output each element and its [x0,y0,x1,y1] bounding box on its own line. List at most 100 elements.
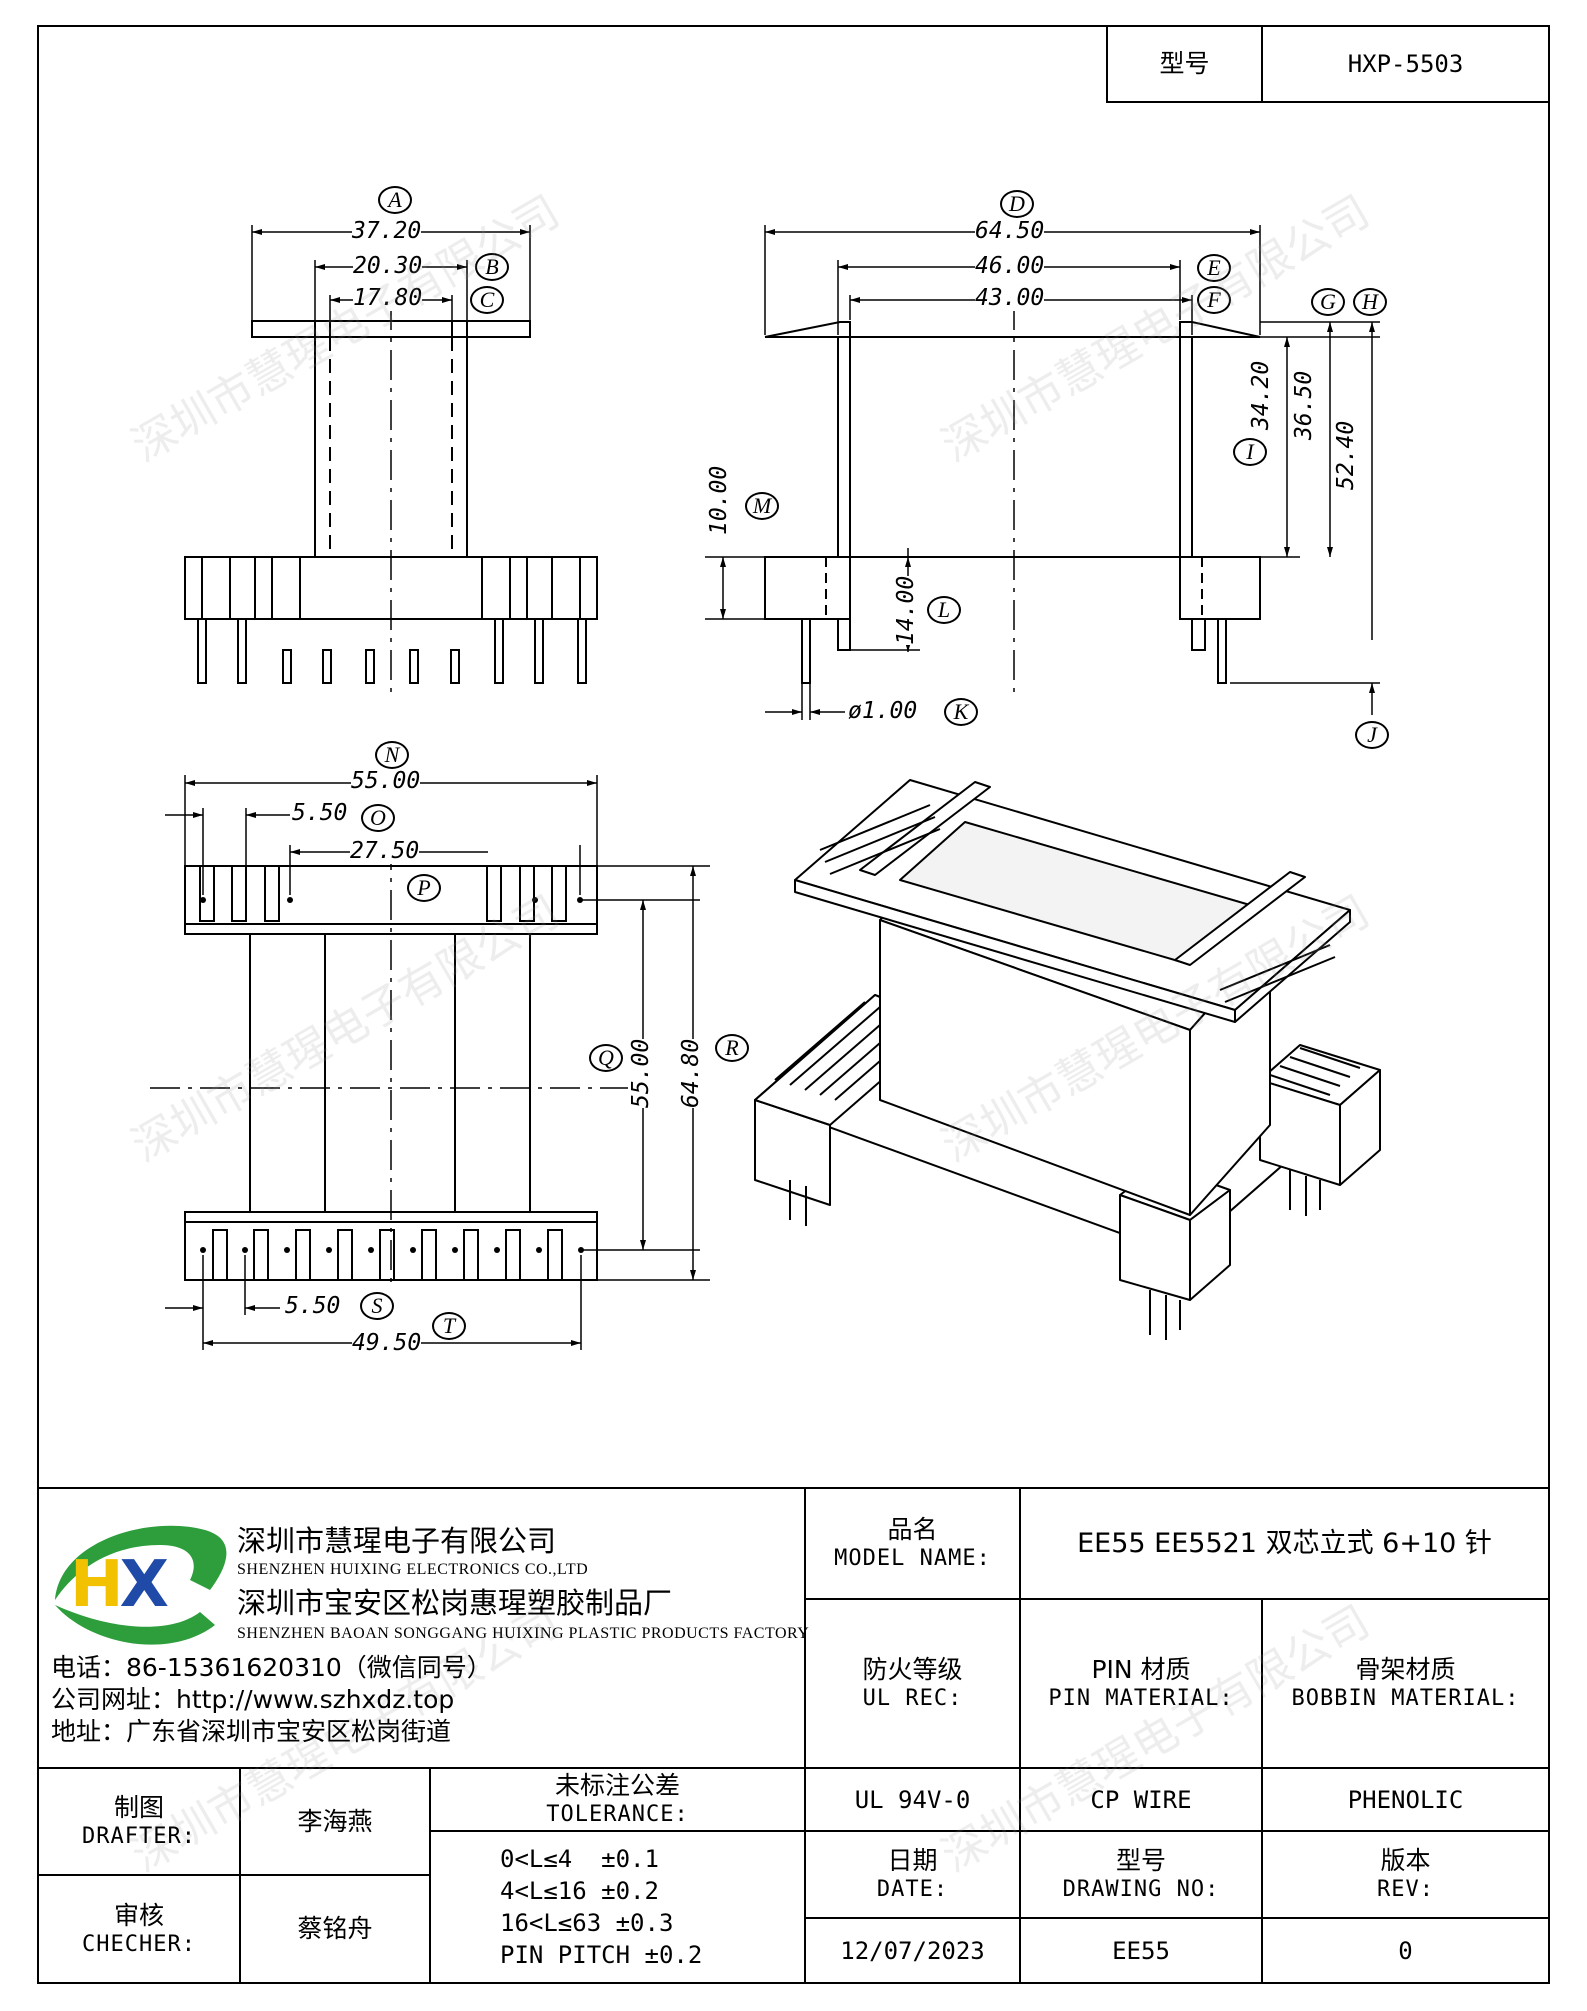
pin-material-label-en: PIN MATERIAL: [1048,1686,1234,1712]
drafter-label-en: DRAFTER: [82,1824,196,1850]
bobbin-material-label: 骨架材质 BOBBIN MATERIAL: [1262,1599,1549,1768]
checker-label-en: CHECHER: [82,1931,196,1957]
callout-o: O [361,804,395,832]
drawing-no-label: 型号 DRAWING NO: [1020,1831,1262,1918]
company-address: 地址：广东省深圳市宝安区松岗街道 [51,1717,452,1746]
dim-D: 64.50 [975,218,1045,244]
callout-e: E [1197,254,1231,282]
checker-name: 蔡铭舟 [297,1914,373,1944]
date-label-en: DATE: [876,1877,949,1903]
dim-A: 37.20 [352,218,422,244]
rev-label: 版本 REV: [1262,1831,1549,1918]
callout-l: L [927,596,961,624]
dim-B: 20.30 [353,253,423,279]
rev-label-en: REV: [1377,1877,1434,1903]
bottom-view [150,840,630,1290]
isometric-view [754,779,1381,1340]
side-view-dims [705,225,1380,720]
callout-b: B [475,253,509,281]
dim-T: 49.50 [352,1330,422,1356]
tolerance-list: 0<L≤4 ±0.1 4<L≤16 ±0.2 16<L≤63 ±0.3 PIN … [500,1838,800,1978]
tolerance-label: 未标注公差 TOLERANCE: [430,1768,805,1831]
drawing-no-value: EE55 [1112,1936,1170,1965]
callout-d: D [1000,190,1034,218]
model-name-value: EE55 EE5521 双芯立式 6+10 针 [1077,1527,1492,1559]
factory-name-cn: 深圳市宝安区松岗惠瑆塑胶制品厂 [237,1586,673,1620]
front-view [184,300,598,700]
ul-value: UL 94V-0 [854,1785,971,1814]
tolerance-line: 0<L≤4 ±0.1 [500,1845,659,1874]
dim-R: 64.80 [678,1038,704,1108]
company-phone: 电话：86-15361620310（微信同号） [51,1653,492,1682]
drawing-no-label-cn: 型号 [1115,1846,1166,1876]
tolerance-line: 4<L≤16 ±0.2 [500,1877,659,1906]
factory-name-en: SHENZHEN BAOAN SONGGANG HUIXING PLASTIC … [237,1625,810,1642]
ul-rec-label: 防火等级 UL REC: [805,1599,1020,1768]
callout-c: C [470,286,504,314]
callout-r: R [715,1034,749,1062]
callout-i: I [1233,438,1267,466]
callout-q: Q [589,1044,623,1072]
company-website: 公司网址：http://www.szhxdz.top [51,1685,455,1714]
title-block-grid [38,1487,1549,1983]
bobbin-material-label-cn: 骨架材质 [1355,1655,1456,1685]
header-model-box [1106,25,1550,103]
bobbin-material-label-en: BOBBIN MATERIAL: [1291,1686,1520,1712]
dim-P: 27.50 [350,838,420,864]
rev-value: 0 [1398,1936,1413,1965]
dim-N: 55.00 [351,768,421,794]
company-logo [55,1525,227,1645]
company-name-en: SHENZHEN HUIXING ELECTRONICS CO.,LTD [237,1561,589,1578]
logo-text: HX [70,1548,169,1622]
pin-material-value: CP WIRE [1090,1785,1192,1814]
dim-C: 17.80 [353,285,423,311]
ul-rec-label-cn: 防火等级 [862,1655,963,1685]
callout-a: A [378,186,412,214]
rev-label-cn: 版本 [1380,1846,1431,1876]
drafter-label: 制图 DRAFTER: [38,1768,240,1875]
drafter-label-cn: 制图 [113,1793,164,1823]
pin-material-label-cn: PIN 材质 [1091,1655,1191,1685]
outer-border [37,25,1550,1984]
date-value: 12/07/2023 [840,1936,985,1965]
dim-S: 5.50 [285,1293,341,1319]
dim-L: 14.00 [893,575,919,645]
dim-I: 34.20 [1248,360,1274,430]
callout-t: T [432,1312,466,1340]
date-label: 日期 DATE: [805,1831,1020,1918]
callout-n: N [375,741,409,769]
tolerance-line: 16<L≤63 ±0.3 [500,1909,674,1937]
dim-Q: 55.00 [628,1038,654,1108]
company-name-cn: 深圳市慧瑆电子有限公司 [237,1524,557,1558]
side-view [764,300,1261,700]
pin-material-label: PIN 材质 PIN MATERIAL: [1020,1599,1262,1768]
checker-label-cn: 审核 [113,1900,164,1930]
drafter-name: 李海燕 [297,1806,373,1836]
callout-j: J [1355,721,1389,749]
callout-s: S [360,1292,394,1320]
dim-K: ø1.00 [848,698,918,724]
callout-k: K [944,698,978,726]
dim-J: 52.40 [1333,420,1359,490]
callout-g: G [1311,288,1345,316]
dim-F: 43.00 [975,285,1045,311]
header-model-label: 型号 [1159,49,1210,79]
drawing-no-label-en: DRAWING NO: [1062,1877,1220,1903]
tolerance-label-en: TOLERANCE: [546,1802,689,1828]
model-name-label: 品名 MODEL NAME: [805,1488,1020,1599]
tolerance-line: PIN PITCH ±0.2 [500,1940,703,1969]
header-model-value: HXP-5503 [1347,50,1464,78]
callout-m: M [745,492,779,520]
tolerance-label-cn: 未标注公差 [554,1771,680,1801]
ul-rec-label-en: UL REC: [862,1686,963,1712]
model-name-label-en: MODEL NAME: [834,1546,991,1572]
model-name-label-cn: 品名 [887,1515,938,1545]
bottom-view-pinholes [200,897,584,1253]
dim-M: 10.00 [706,465,732,535]
callout-f: F [1197,286,1231,314]
checker-label: 审核 CHECHER: [38,1875,240,1983]
dim-E: 46.00 [975,253,1045,279]
bobbin-material-value: PHENOLIC [1347,1785,1464,1814]
dim-O: 5.50 [292,800,348,826]
callout-h: H [1353,288,1387,316]
